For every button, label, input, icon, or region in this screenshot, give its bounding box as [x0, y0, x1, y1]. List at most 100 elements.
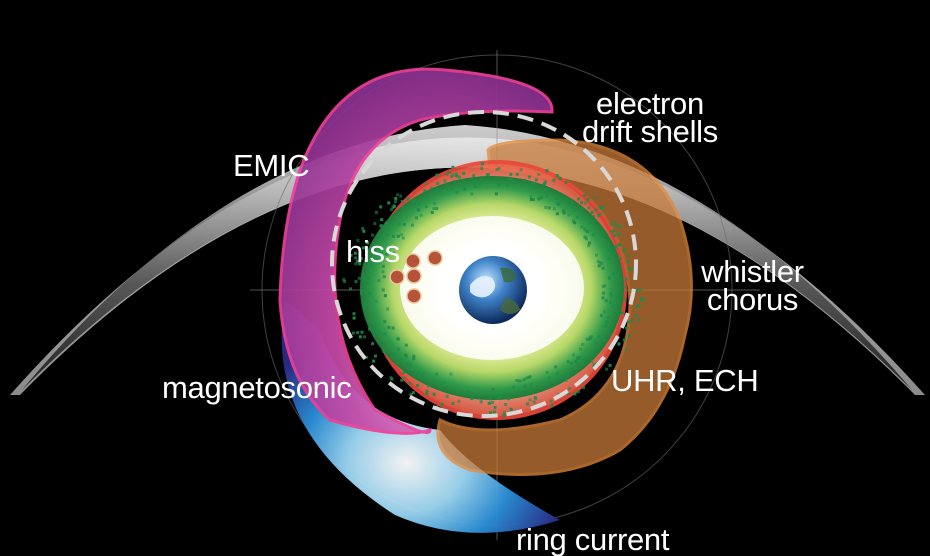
- hiss-speckle: [394, 197, 398, 200]
- hiss-speckle: [532, 400, 536, 404]
- hiss-speckle: [555, 212, 559, 216]
- hiss-speckle: [417, 202, 421, 206]
- hiss-speckle: [412, 357, 416, 361]
- hiss-speckle: [617, 233, 621, 236]
- hiss-speckle: [401, 206, 405, 210]
- hiss-speckle: [509, 407, 513, 411]
- hiss-speckle: [397, 337, 400, 341]
- hiss-speckle: [432, 207, 436, 211]
- hiss-speckle: [382, 275, 386, 279]
- hiss-speckle: [432, 392, 436, 396]
- hiss-speckle: [404, 343, 408, 347]
- hiss-speckle: [381, 345, 385, 349]
- hiss-speckle: [478, 182, 482, 186]
- hiss-speckle: [573, 392, 577, 396]
- hiss-speckle: [389, 208, 393, 212]
- hiss-speckle: [375, 299, 378, 303]
- hiss-speckle: [582, 386, 586, 390]
- hiss-speckle: [399, 194, 403, 198]
- hiss-speckle: [624, 277, 628, 281]
- hiss-speckle: [445, 394, 449, 398]
- hiss-speckle: [587, 206, 591, 210]
- hiss-speckle: [445, 172, 449, 176]
- hiss-speckle: [566, 360, 570, 364]
- hiss-speckle: [618, 256, 622, 260]
- hiss-speckle: [383, 320, 387, 324]
- hiss-speckle: [509, 172, 513, 176]
- hiss-speckle: [461, 178, 465, 182]
- hiss-speckle: [361, 246, 365, 250]
- hiss-speckle: [343, 280, 347, 283]
- hiss-speckle: [381, 264, 385, 268]
- hiss-speckle: [557, 202, 560, 206]
- hiss-speckle: [361, 272, 365, 276]
- hiss-speckle: [412, 354, 416, 358]
- hiss-speckle: [435, 173, 438, 177]
- hiss-speckle: [356, 238, 360, 242]
- hiss-speckle: [504, 403, 508, 406]
- hiss-speckle: [390, 377, 394, 381]
- hiss-speckle: [593, 195, 597, 199]
- hiss-speckle: [435, 372, 439, 376]
- hiss-speckle: [419, 213, 423, 217]
- hiss-speckle: [527, 175, 531, 179]
- hiss-speckle: [619, 243, 623, 247]
- hiss-speckle: [545, 194, 549, 198]
- earth-icon: [459, 256, 527, 324]
- hiss-speckle: [577, 197, 581, 201]
- hiss-speckle: [592, 215, 595, 219]
- hiss-speckle: [607, 316, 611, 320]
- hiss-speckle: [362, 229, 366, 233]
- hiss-speckle: [436, 181, 440, 185]
- hiss-speckle: [596, 260, 600, 264]
- hiss-speckle: [622, 338, 626, 342]
- hiss-speckle: [402, 371, 406, 374]
- electron-drift-shell-dashed: [330, 110, 638, 418]
- hiss-speckle: [400, 199, 404, 203]
- hiss-speckle: [380, 218, 384, 222]
- hiss-speckle: [383, 294, 387, 298]
- hiss-speckle: [534, 178, 538, 182]
- hiss-speckle: [529, 198, 533, 201]
- hiss-speckle: [497, 166, 501, 170]
- hiss-speckle: [555, 372, 559, 376]
- hiss-speckle: [589, 221, 592, 225]
- hiss-speckle: [489, 397, 492, 401]
- hiss-speckle: [530, 383, 533, 387]
- hiss-speckle: [442, 381, 446, 385]
- hiss-speckle: [598, 260, 602, 264]
- hiss-speckle: [595, 253, 598, 257]
- hiss-speckle: [528, 375, 532, 379]
- hiss-speckle: [507, 397, 510, 401]
- hiss-speckle: [410, 223, 414, 227]
- hiss-speckle: [602, 310, 606, 314]
- hiss-speckle: [639, 288, 643, 291]
- hiss-speckle: [381, 288, 385, 292]
- hiss-speckle: [580, 201, 583, 205]
- hiss-speckle: [470, 397, 474, 401]
- hiss-speckle: [640, 298, 644, 302]
- hiss-speckle: [585, 337, 589, 341]
- hiss-speckle: [543, 180, 547, 184]
- hiss-speckle: [612, 220, 616, 224]
- hiss-speckle: [358, 262, 362, 266]
- hiss-speckle: [421, 372, 425, 375]
- hiss-speckle: [543, 182, 547, 186]
- hiss-speckle: [388, 245, 392, 249]
- hiss-speckle: [610, 230, 614, 234]
- hiss-speckle: [444, 181, 448, 185]
- hiss-speckle: [377, 278, 381, 282]
- hiss-speckle: [508, 176, 512, 180]
- hiss-speckle: [567, 213, 571, 217]
- hiss-speckle: [543, 188, 547, 192]
- hiss-speckle: [427, 384, 431, 388]
- hiss-speckle: [614, 223, 618, 227]
- hiss-speckle: [555, 196, 558, 200]
- hiss-speckle: [368, 291, 372, 295]
- ring-current-region: [281, 300, 560, 533]
- hiss-speckle: [394, 200, 398, 204]
- hiss-speckle: [575, 215, 579, 219]
- hiss-speckle: [502, 411, 506, 415]
- hiss-speckle: [396, 359, 400, 363]
- hiss-speckle: [368, 327, 371, 331]
